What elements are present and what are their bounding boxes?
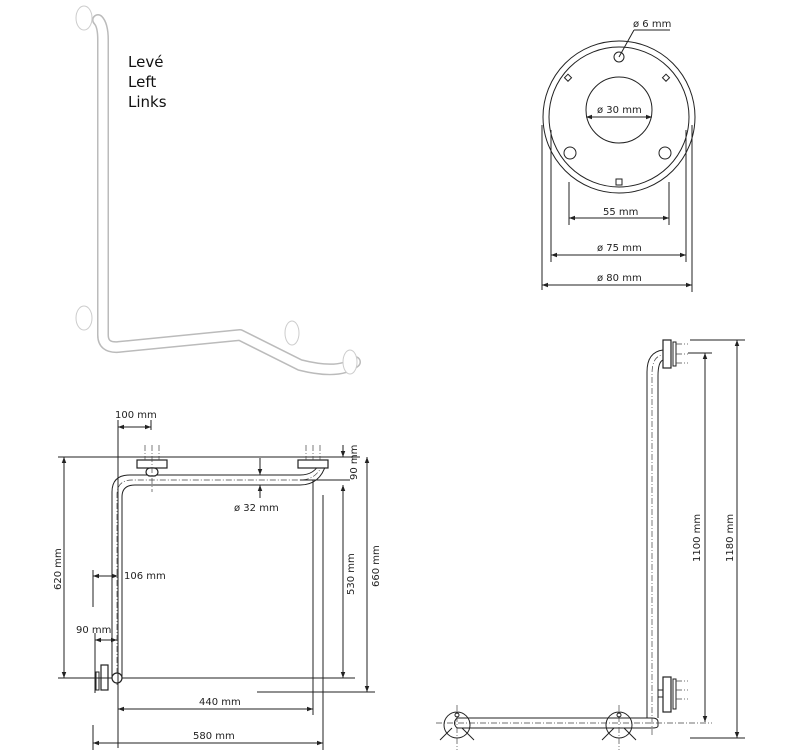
dim-inner-diameter: ø 30 mm bbox=[597, 105, 642, 116]
flange-drawing bbox=[541, 29, 696, 292]
side-view-drawing bbox=[436, 339, 745, 750]
dim-flange-offset: 100 mm bbox=[115, 410, 157, 421]
grab-bar-product-image bbox=[75, 5, 361, 376]
label-leve: Levé bbox=[128, 53, 163, 71]
dim-tube-diameter: ø 32 mm bbox=[234, 503, 279, 514]
dim-inner-height: 1100 mm bbox=[692, 514, 703, 562]
dim-depth-left: 620 mm bbox=[53, 548, 64, 590]
dim-wall-offset-b: 90 mm bbox=[76, 625, 111, 636]
dim-inner-ring-diameter: ø 75 mm bbox=[597, 243, 642, 254]
label-links: Links bbox=[128, 93, 167, 111]
dim-hole-spacing: 55 mm bbox=[603, 207, 638, 218]
top-view-drawing bbox=[58, 420, 375, 750]
dim-outer-diameter: ø 80 mm bbox=[597, 273, 642, 284]
dim-wall-offset-a: 106 mm bbox=[124, 571, 166, 582]
dim-total-depth: 660 mm bbox=[371, 545, 382, 587]
dim-top-offset: 90 mm bbox=[349, 445, 360, 480]
dim-total-height: 1180 mm bbox=[725, 514, 736, 562]
dim-hole-diameter: ø 6 mm bbox=[633, 19, 671, 30]
dim-total-width: 580 mm bbox=[193, 731, 235, 742]
dim-inner-width: 440 mm bbox=[199, 697, 241, 708]
label-left: Left bbox=[128, 73, 156, 91]
dim-inner-depth: 530 mm bbox=[346, 553, 357, 595]
